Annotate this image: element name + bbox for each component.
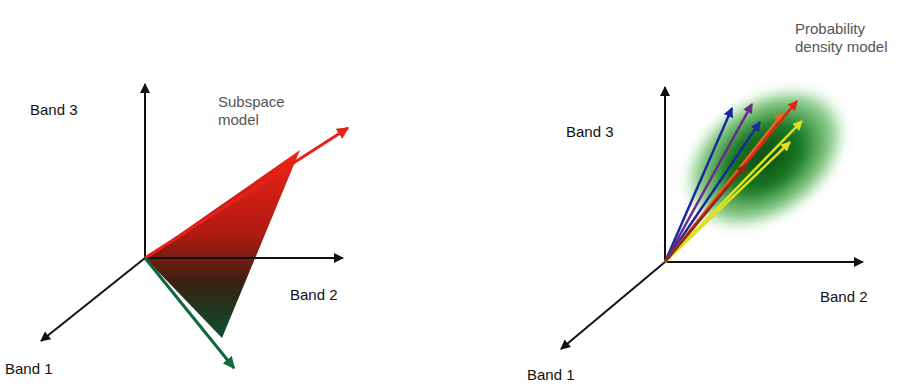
axis-label: Band 3 — [30, 101, 78, 119]
subspace-figure — [41, 84, 348, 368]
sample-vector — [665, 165, 746, 262]
model-label: Subspace model — [218, 93, 303, 129]
axis-arrow — [41, 258, 145, 341]
basis-vector — [145, 128, 348, 258]
axis-arrow — [145, 257, 343, 259]
sample-vector — [665, 108, 732, 262]
model-label: Probability density model — [795, 20, 900, 56]
sample-vector — [665, 104, 752, 262]
density-figure — [561, 54, 876, 349]
axis-label: Band 1 — [527, 366, 575, 384]
sample-vector — [665, 142, 790, 262]
sample-vector — [665, 121, 802, 262]
sample-vector — [665, 122, 760, 262]
density-cloud — [654, 54, 876, 261]
axis-label: Band 2 — [820, 288, 868, 306]
axis-arrow — [561, 262, 665, 349]
axis-arrow — [665, 261, 863, 263]
axis-label: Band 2 — [290, 286, 338, 304]
axis-label: Band 1 — [5, 360, 53, 378]
axis-arrow — [664, 87, 666, 262]
axis-label: Band 3 — [566, 123, 614, 141]
sample-vector — [665, 113, 783, 262]
axis-arrow — [144, 84, 146, 258]
sample-vector — [665, 101, 797, 262]
basis-vector — [145, 258, 234, 368]
